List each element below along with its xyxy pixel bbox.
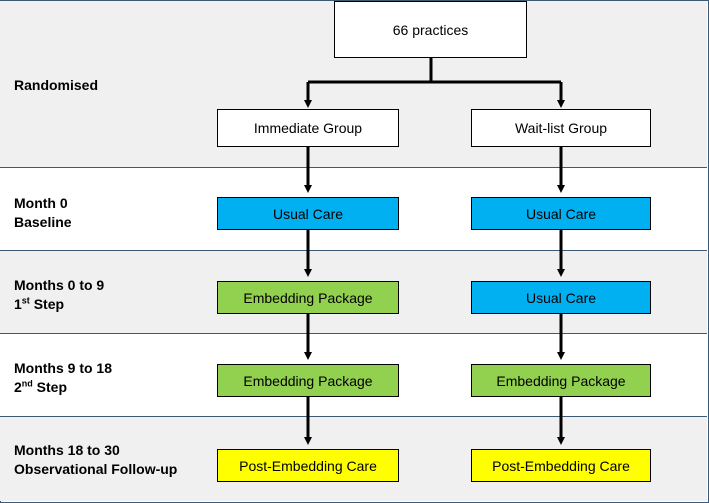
right-post-embedding-care-box: Post-Embedding Care: [471, 449, 651, 482]
row-divider: [0, 167, 707, 168]
waitlist-group-box: Wait-list Group: [471, 109, 651, 147]
left-embedding-package-box-step2: Embedding Package: [217, 364, 399, 397]
left-usual-care-box: Usual Care: [217, 197, 399, 230]
row-label-month-0: Month 0 Baseline: [14, 195, 72, 230]
row-divider: [0, 416, 707, 417]
left-post-embedding-care-box: Post-Embedding Care: [217, 449, 399, 482]
row-label-follow-up: Months 18 to 30 Observational Follow-up: [14, 442, 178, 477]
immediate-group-box: Immediate Group: [217, 109, 399, 147]
right-usual-care-box: Usual Care: [471, 197, 651, 230]
row-label-randomised: Randomised: [14, 77, 99, 93]
left-embedding-package-box: Embedding Package: [217, 281, 399, 314]
row-label-step-1: Months 0 to 9 1st Step: [14, 277, 105, 312]
row-label-step-2: Months 9 to 18 2nd Step: [14, 360, 113, 395]
right-usual-care-box-step1: Usual Care: [471, 281, 651, 314]
row-divider: [0, 250, 707, 251]
right-embedding-package-box: Embedding Package: [471, 364, 651, 397]
practices-box: 66 practices: [334, 1, 527, 58]
row-divider: [0, 333, 707, 334]
